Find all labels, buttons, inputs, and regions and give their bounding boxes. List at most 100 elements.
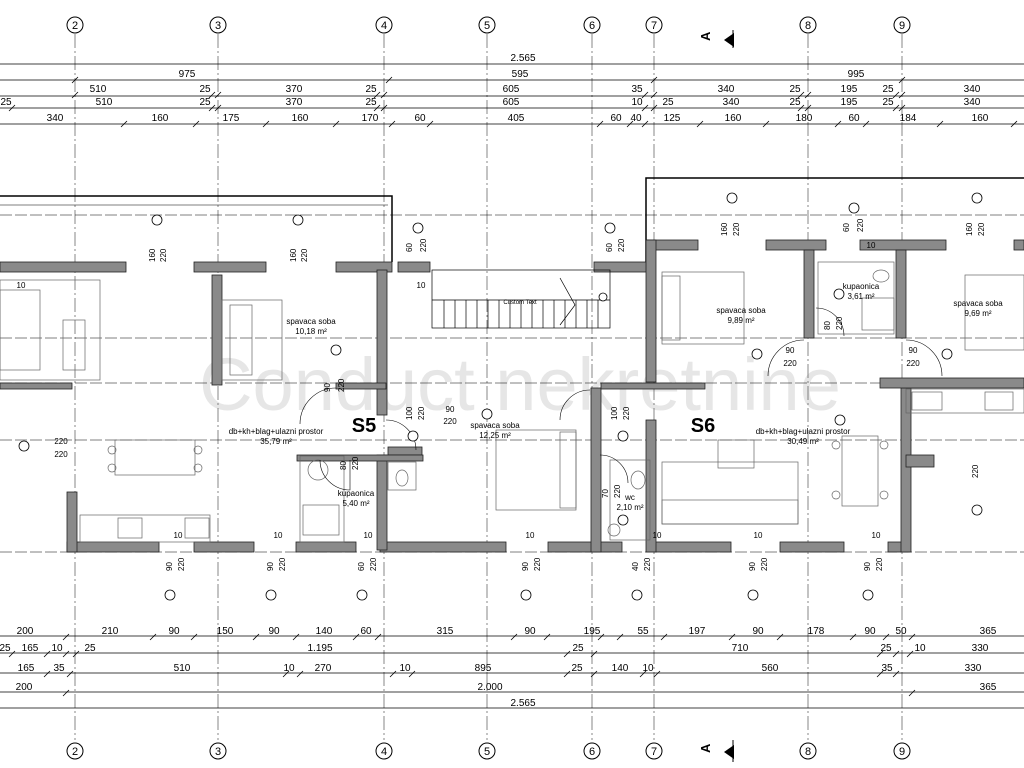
dimension-tick [190, 633, 198, 641]
dimension-label: 995 [848, 69, 865, 80]
svg-text:4: 4 [381, 20, 387, 32]
dimension-label: 10 [642, 663, 654, 674]
wall-thickness-label: 10 [174, 531, 183, 540]
dimension-label: 2.565 [510, 53, 535, 64]
dimension-label: 210 [102, 626, 119, 637]
dimension-tick [72, 650, 80, 658]
wall-thickness-label: 10 [364, 531, 373, 540]
dimension-label: 510 [174, 663, 191, 674]
room-name-s5-bathroom: kupaonica [338, 489, 375, 498]
window-dimension-label: 60 [842, 223, 851, 232]
dimension-tick [332, 120, 340, 128]
dimension-tick [590, 670, 598, 678]
dimension-tick [8, 650, 16, 658]
furniture [0, 261, 1024, 543]
dimension-label: 25 [0, 97, 12, 108]
dimension-label: 55 [637, 626, 649, 637]
dimension-tick [597, 633, 605, 641]
dimension-label: 510 [90, 84, 107, 95]
dimension-label: 340 [964, 84, 981, 95]
dimension-tick [653, 670, 661, 678]
dimension-tick [876, 670, 884, 678]
door-dimension-label: 90 [446, 405, 455, 414]
dimension-tick [626, 120, 634, 128]
svg-text:7: 7 [651, 746, 657, 758]
unit-label-s5: S5 [352, 415, 376, 437]
axis-marker-4-bottom: 4 [375, 742, 393, 760]
axis-marker-3: 3 [209, 16, 227, 34]
dimension-tick [660, 633, 668, 641]
bottom-window-dimension-label: 90 [863, 562, 872, 571]
dimension-label: 90 [268, 626, 280, 637]
dimension-label: 340 [718, 84, 735, 95]
dimension-lines-top [0, 63, 1024, 125]
door-dimension-label: 220 [622, 406, 631, 420]
dimension-tick [804, 91, 812, 99]
bottom-window-dimension-label: 220 [177, 557, 186, 571]
dimension-label: 2.000 [477, 682, 502, 693]
dimension-tick [590, 650, 598, 658]
window-dimension-label: 160 [720, 222, 729, 236]
svg-text:8: 8 [805, 20, 811, 32]
bottom-window-dimension-label: 90 [748, 562, 757, 571]
door-swings [299, 307, 943, 491]
dimension-label: 60 [360, 626, 372, 637]
window-dimension-label: 220 [300, 248, 309, 262]
dimension-tick [262, 120, 270, 128]
staircase: Custom Text [431, 269, 611, 329]
dimension-tick [510, 633, 518, 641]
dimension-tick [149, 633, 157, 641]
room-name-s6-living: db+kh+blag+ulazni prostor [756, 427, 851, 436]
dimension-tick [892, 650, 900, 658]
dimension-tick [882, 633, 890, 641]
window-dimension-label: 60 [605, 243, 614, 252]
door-dimension-label: 220 [443, 417, 457, 426]
dimension-label: 160 [152, 113, 169, 124]
dimension-label: 178 [808, 626, 825, 637]
dimension-label: 25 [662, 97, 674, 108]
dimension-label: 170 [362, 113, 379, 124]
window-dimension-label: 220 [732, 222, 741, 236]
room-name-s5-bedroom-2: spavaca soba [470, 421, 520, 430]
dimension-tick [192, 120, 200, 128]
axis-marker-9: 9 [893, 16, 911, 34]
dimension-label: 90 [864, 626, 876, 637]
axis-marker-5: 5 [478, 16, 496, 34]
window-dimension-label: 220 [159, 248, 168, 262]
door-dimension-label: 220 [54, 450, 68, 459]
dimension-tick [43, 670, 51, 678]
door-dimension-label: 70 [601, 489, 610, 498]
dimension-label: 605 [503, 97, 520, 108]
axis-marker-8-bottom: 8 [799, 742, 817, 760]
dimension-label: 2.565 [510, 698, 535, 709]
dimension-tick [936, 120, 944, 128]
dimension-label: 160 [972, 113, 989, 124]
dimension-label: 35 [881, 663, 893, 674]
wall-thickness-label: 10 [417, 281, 426, 290]
axis-marker-6: 6 [583, 16, 601, 34]
dimension-tick [641, 91, 649, 99]
dimension-label: 25 [882, 97, 894, 108]
axis-marker-2: 2 [66, 16, 84, 34]
dimension-tick [762, 120, 770, 128]
dimension-label: 10 [631, 97, 643, 108]
section-marker-top: A [698, 30, 734, 48]
dimension-label: 340 [723, 97, 740, 108]
room-labels: spavaca soba 10,18 m² db+kh+blag+ulazni pr… [229, 282, 1003, 512]
dimension-label: 1.195 [307, 643, 332, 654]
dimension-tick [728, 633, 736, 641]
door-dimension-label: 90 [786, 346, 795, 355]
bottom-window-dimension-label: 220 [369, 557, 378, 571]
dimension-tick [834, 120, 842, 128]
dimension-tick [214, 104, 222, 112]
dimension-label: 150 [217, 626, 234, 637]
bottom-window-dimension-label: 220 [760, 557, 769, 571]
room-area-s5-bedroom-1: 10,18 m² [295, 327, 327, 336]
dimension-tick [43, 650, 51, 658]
dimension-tick [214, 91, 222, 99]
bottom-window-dimension-label: 60 [357, 562, 366, 571]
svg-text:9: 9 [899, 20, 905, 32]
